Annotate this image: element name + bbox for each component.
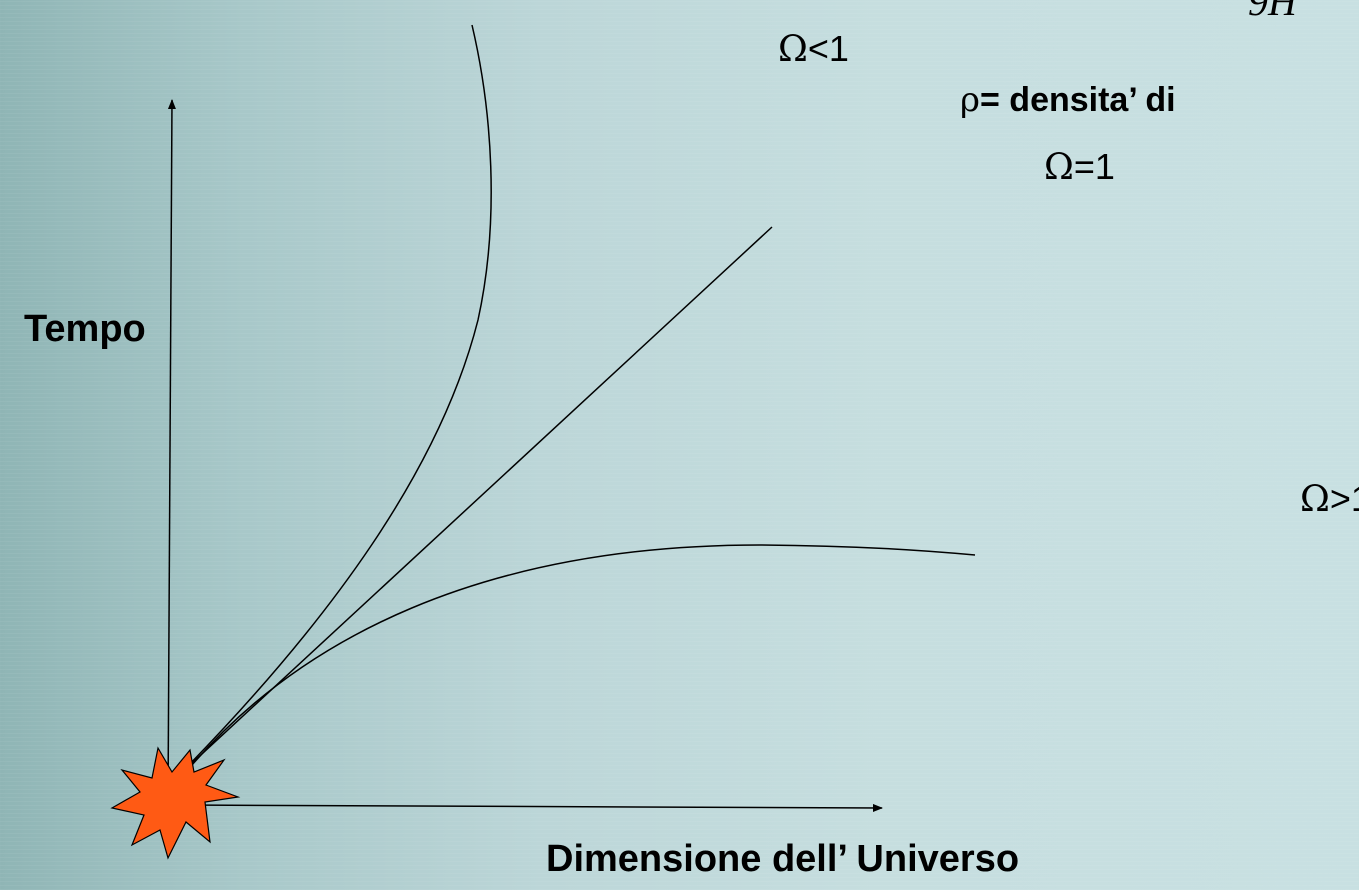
y-axis-label: Tempo (24, 308, 146, 350)
omega-eq-1-text: =1 (1073, 146, 1115, 187)
x-axis-label: Dimensione dell’ Universo (546, 838, 1020, 880)
time-axis (167, 99, 176, 801)
omega-gt-1-label: Ω>1 (1300, 478, 1359, 520)
curve-omega-lt-1 (185, 24, 492, 769)
size-axis (179, 803, 883, 812)
omega-symbol: Ω (1044, 147, 1074, 188)
omega-lt-1-text: <1 (807, 28, 849, 69)
formula-fragment: 9H (1248, 0, 1297, 24)
curve-omega-eq-1 (189, 226, 773, 766)
omega-eq-1-label: Ω=1 (1044, 146, 1115, 188)
rho-definition-label: ρ= densita’ di (960, 80, 1176, 120)
rho-definition-text: = densita’ di (980, 81, 1176, 119)
explosion-burst-icon (110, 746, 241, 860)
omega-symbol: Ω (778, 29, 808, 70)
omega-gt-1-text: >1 (1329, 478, 1359, 519)
rho-symbol: ρ (960, 80, 980, 120)
omega-symbol: Ω (1300, 479, 1330, 520)
curve-omega-gt-1 (191, 544, 976, 766)
omega-lt-1-label: Ω<1 (778, 28, 849, 70)
